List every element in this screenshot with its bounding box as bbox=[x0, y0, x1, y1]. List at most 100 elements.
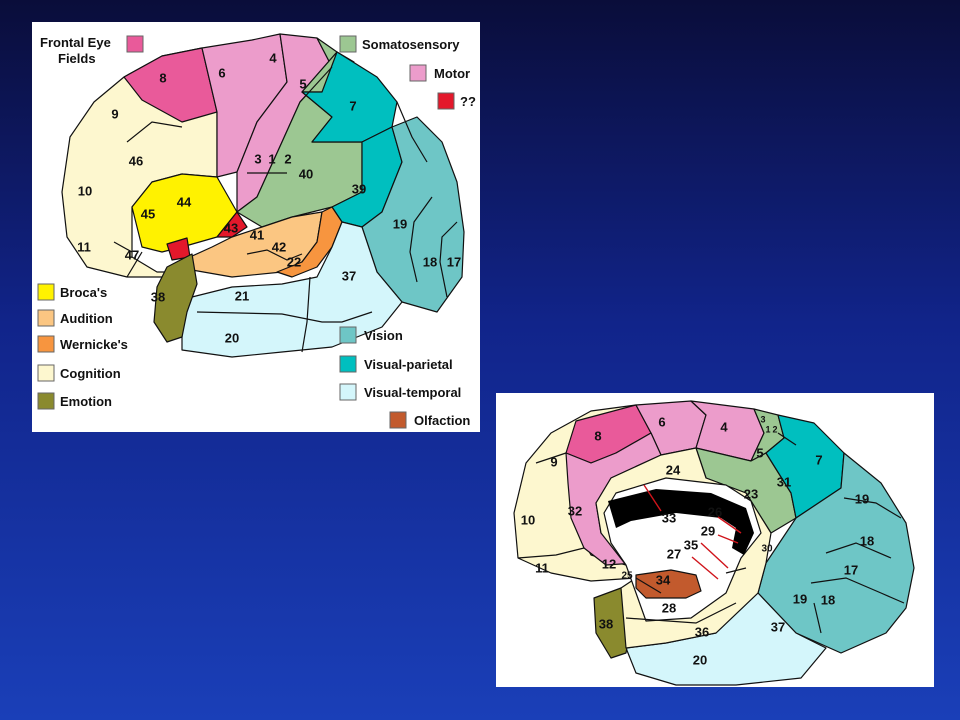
medial-area-12: 12 bbox=[602, 556, 616, 571]
medial-area-28: 28 bbox=[662, 600, 676, 615]
lateral-area-39: 39 bbox=[352, 181, 366, 196]
lateral-area-46: 46 bbox=[129, 153, 143, 168]
lateral-area-2: 2 bbox=[284, 151, 291, 166]
legend-label-olfaction: Olfaction bbox=[414, 413, 470, 428]
medial-area-24: 24 bbox=[666, 462, 681, 477]
medial-area-30: 30 bbox=[761, 544, 773, 555]
lateral-area-44: 44 bbox=[177, 194, 192, 209]
medial-area-7: 7 bbox=[815, 452, 822, 467]
legend-visual-parietal: Visual-parietal bbox=[339, 355, 453, 373]
lateral-area-3: 3 bbox=[254, 151, 261, 166]
region-medial-olfaction bbox=[635, 569, 702, 599]
medial-area-34: 34 bbox=[656, 572, 671, 587]
lateral-area-22: 22 bbox=[287, 254, 301, 269]
medial-area-32: 32 bbox=[568, 503, 582, 518]
region-visual-parietal-7 bbox=[301, 51, 398, 143]
legend-swatch-vision bbox=[339, 326, 357, 344]
legend-swatch-visual-temporal bbox=[339, 383, 357, 401]
medial-area-3: 3 bbox=[760, 414, 765, 424]
legend-swatch-emotion bbox=[37, 392, 55, 410]
legend-label-somatosensory: Somatosensory bbox=[362, 37, 460, 52]
medial-area-18: 18 bbox=[821, 592, 835, 607]
legend-vision: Vision bbox=[339, 326, 403, 344]
legend-audition: Audition bbox=[37, 309, 113, 327]
lateral-area-42: 42 bbox=[272, 239, 286, 254]
lateral-area-9: 9 bbox=[111, 106, 118, 121]
medial-area-4: 4 bbox=[720, 419, 728, 434]
lateral-area-20: 20 bbox=[225, 330, 239, 345]
legend-label-cognition: Cognition bbox=[60, 366, 121, 381]
lateral-area-18: 18 bbox=[423, 254, 437, 269]
medial-area-37: 37 bbox=[771, 619, 785, 634]
region-corpus-callosum bbox=[608, 489, 754, 555]
medial-area-10: 10 bbox=[521, 512, 535, 527]
legend-swatch-brocas bbox=[37, 283, 55, 301]
legend-swatch-olfaction bbox=[389, 411, 407, 429]
legend-frontal-eye-fields: Frontal Eye Fields bbox=[40, 35, 144, 66]
medial-area-31: 31 bbox=[777, 474, 791, 489]
medial-area-27: 27 bbox=[667, 546, 681, 561]
medial-area-35: 35 bbox=[684, 537, 698, 552]
lateral-area-7: 7 bbox=[349, 98, 356, 113]
medial-area-5: 5 bbox=[756, 445, 763, 460]
legend-wernickes: Wernicke's bbox=[37, 335, 128, 353]
legend-label-visual-temporal: Visual-temporal bbox=[364, 385, 461, 400]
lateral-area-1: 1 bbox=[268, 151, 275, 166]
legend-label-frontal-eye-fields-2: Fields bbox=[58, 51, 96, 66]
lateral-area-47: 47 bbox=[125, 247, 139, 262]
lateral-area-38: 38 bbox=[151, 289, 165, 304]
medial-area-19: 19 bbox=[793, 591, 807, 606]
legend-swatch-wernickes bbox=[37, 335, 55, 353]
lateral-area-4: 4 bbox=[269, 50, 277, 65]
legend-swatch-frontal-eye-fields bbox=[126, 35, 144, 53]
lateral-area-8: 8 bbox=[159, 70, 166, 85]
legend-unknown: ?? bbox=[437, 92, 476, 110]
legend-visual-temporal: Visual-temporal bbox=[339, 383, 461, 401]
legend-olfaction: Olfaction bbox=[389, 411, 470, 429]
legend-label-frontal-eye-fields-1: Frontal Eye bbox=[40, 35, 111, 50]
legend-motor: Motor bbox=[409, 64, 470, 82]
region-vision bbox=[361, 116, 465, 313]
medial-area-20: 20 bbox=[693, 652, 707, 667]
legend-label-unknown: ?? bbox=[460, 94, 476, 109]
legend-swatch-unknown bbox=[437, 92, 455, 110]
medial-area-18: 18 bbox=[860, 533, 874, 548]
legend-emotion: Emotion bbox=[37, 392, 112, 410]
legend-label-motor: Motor bbox=[434, 66, 470, 81]
legend-swatch-audition bbox=[37, 309, 55, 327]
lateral-area-21: 21 bbox=[235, 288, 249, 303]
legend-label-wernickes: Wernicke's bbox=[60, 337, 128, 352]
legend-cognition: Cognition bbox=[37, 364, 121, 382]
lateral-area-19: 19 bbox=[393, 216, 407, 231]
medial-area-8: 8 bbox=[594, 428, 601, 443]
lateral-area-45: 45 bbox=[141, 206, 155, 221]
region-wernickes bbox=[276, 206, 343, 278]
medial-area-6: 6 bbox=[658, 414, 665, 429]
region-emotion bbox=[153, 253, 198, 343]
medial-area-33: 33 bbox=[662, 510, 676, 525]
lateral-area-40: 40 bbox=[299, 166, 313, 181]
medial-area-38: 38 bbox=[599, 616, 613, 631]
legend-label-vision: Vision bbox=[364, 328, 403, 343]
medial-area-2: 2 bbox=[772, 424, 777, 434]
medial-area-9: 9 bbox=[550, 454, 557, 469]
legend-brocas: Broca's bbox=[37, 283, 107, 301]
medial-area-36: 36 bbox=[695, 624, 709, 639]
lateral-area-11: 11 bbox=[77, 239, 91, 254]
lateral-area-6: 6 bbox=[218, 65, 225, 80]
legend-label-visual-parietal: Visual-parietal bbox=[364, 357, 453, 372]
lateral-area-41: 41 bbox=[250, 227, 264, 242]
medial-area-17: 17 bbox=[844, 562, 858, 577]
legend-somatosensory: Somatosensory bbox=[339, 35, 460, 53]
medial-area-23: 23 bbox=[744, 486, 758, 501]
legend-label-audition: Audition bbox=[60, 311, 113, 326]
medial-area-11: 11 bbox=[535, 560, 549, 575]
medial-area-19: 19 bbox=[855, 491, 869, 506]
lateral-area-10: 10 bbox=[78, 183, 92, 198]
region-unknown-43 bbox=[216, 211, 248, 238]
